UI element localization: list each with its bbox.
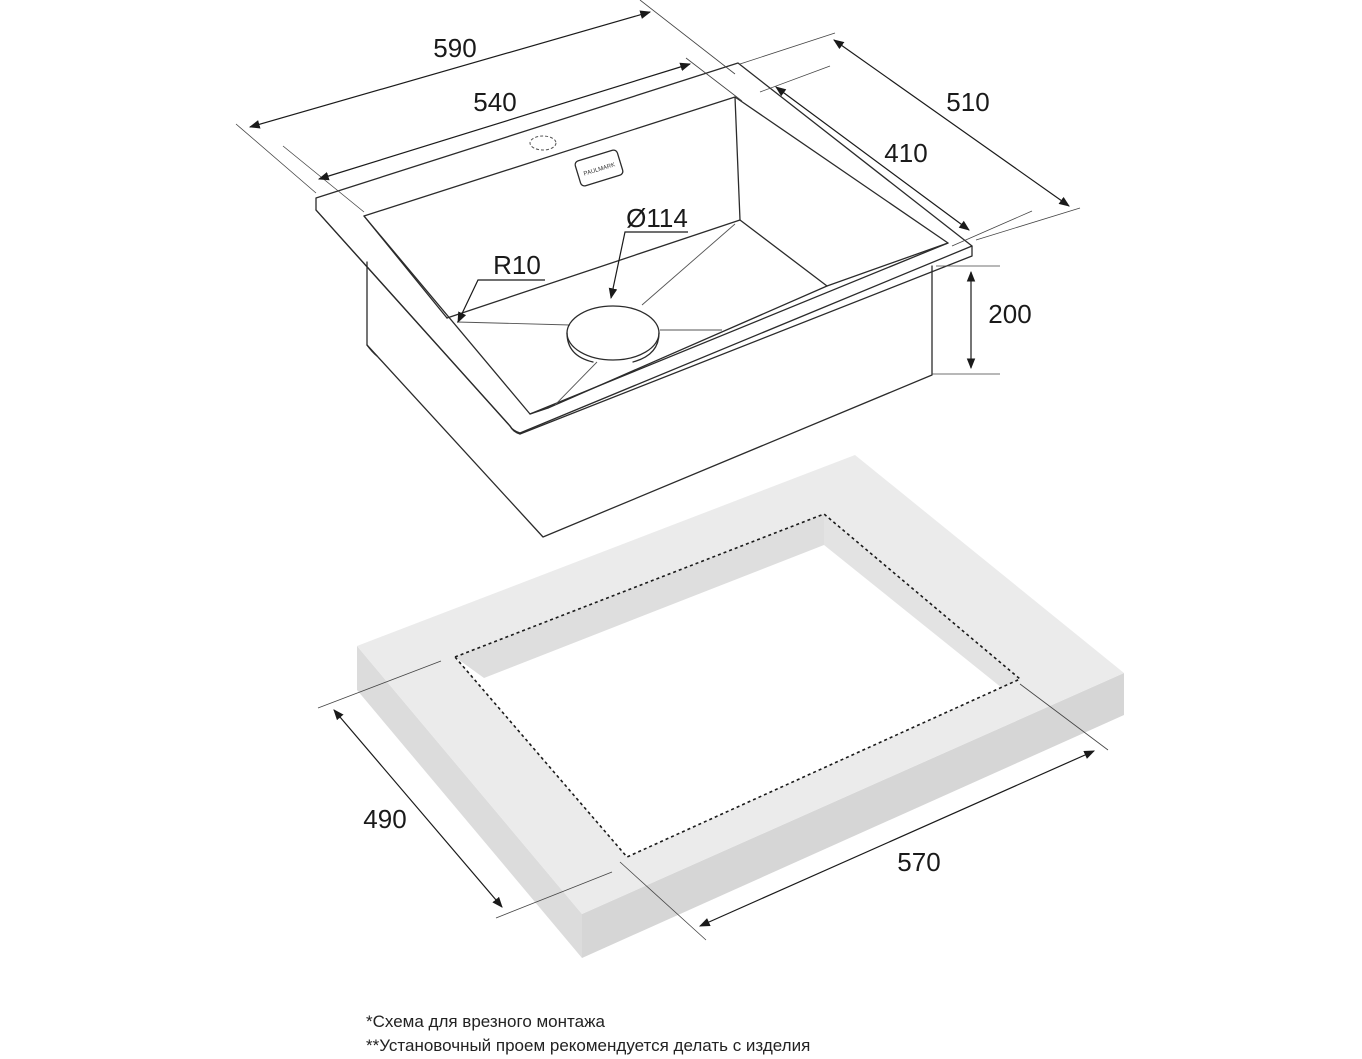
drain-slopes — [456, 223, 736, 406]
cutout-outline — [453, 513, 1022, 858]
dim-label-cutout-depth: 490 — [363, 804, 406, 834]
cutout-opening — [455, 514, 1020, 857]
overflow-badge: PAULMARK — [574, 149, 624, 187]
dim-label-corner-radius: R10 — [493, 250, 541, 280]
leader-d114 — [608, 231, 688, 300]
bowl-bottom — [446, 219, 828, 409]
dim-line-490 — [333, 709, 503, 908]
dim-label-bowl-height: 200 — [988, 299, 1031, 329]
badge-label: PAULMARK — [583, 162, 616, 177]
dim-label-outer-width: 590 — [433, 33, 476, 63]
dim-label-outer-depth: 510 — [946, 87, 989, 117]
sink: PAULMARK — [315, 62, 973, 538]
sink-bowl-opening — [363, 96, 949, 415]
dim-label-cutout-width: 570 — [897, 847, 940, 877]
dimension-lines — [235, 0, 1109, 941]
note-cutout-recommendation: **Установочный проем рекомендуется делат… — [366, 1036, 811, 1055]
dim-line-410 — [775, 86, 970, 231]
dim-label-inner-width: 540 — [473, 87, 516, 117]
sink-rim-outer — [315, 62, 973, 434]
note-mounting-scheme: *Схема для врезного монтажа — [366, 1012, 605, 1031]
drain — [566, 305, 660, 361]
dim-label-drain-diameter: Ø114 — [626, 203, 688, 233]
leader-r10 — [457, 279, 545, 323]
countertop — [357, 455, 1124, 958]
dim-line-510 — [833, 39, 1070, 207]
dim-label-inner-depth: 410 — [884, 138, 927, 168]
dim-line-570 — [699, 750, 1095, 927]
faucet-hole — [529, 135, 557, 151]
dim-line-540 — [317, 62, 692, 181]
cutout-right-wall — [824, 514, 1020, 688]
cutout-back-wall — [455, 514, 824, 678]
